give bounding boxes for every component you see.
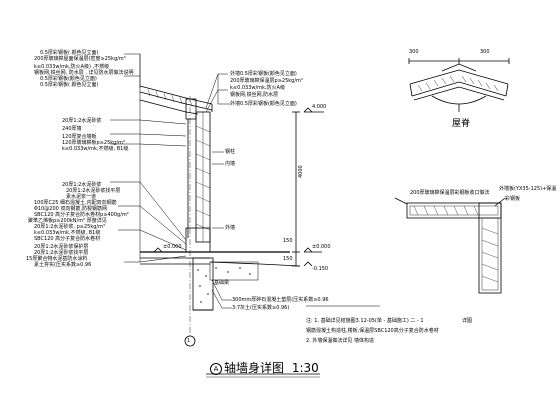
ridge-dim-right: 300 (480, 49, 490, 55)
left-note-item: 0.5厚彩钢板( 颜色见立面) (40, 82, 99, 88)
right-callout-1: 200厚玻璃棉保温层p≥25kg/m³ (230, 78, 303, 84)
left-note-item: SBC120 高分子复合防水卷材p≥400g/m² (34, 212, 129, 218)
right-callout-3: 钢板网,铁丝网,防水层 (230, 92, 279, 98)
left-note-item: 钢板网,铁丝网, 防水层 , 详见防水层做法说明 (34, 70, 134, 76)
left-note-item: 15厚聚合物水泥基防水涂料 (26, 256, 88, 262)
left-note-item: 20厚1:2水泥砂浆 (62, 182, 102, 188)
ridge-label: 屋脊 (452, 119, 471, 129)
elev-top: 4.000 (312, 104, 327, 110)
left-note-item: k≤0.033w/mk,不燃级, B1级 (34, 230, 101, 236)
left-note-item: 240厚墙 (62, 126, 82, 132)
left-note-item: 120厚复合墙板 (62, 134, 97, 140)
axis-number: 1 (187, 338, 191, 344)
corner-label-a: 200厚玻璃棉保温层彩钢板收口做法 (410, 190, 490, 196)
bottom-note-c: 2. 外墙保温做法详见 墙体构造 (306, 338, 374, 344)
title-scale: 1:30 (291, 361, 319, 375)
left-note-item: 20厚1:2水泥砂浆 (62, 118, 102, 124)
left-note-item: 200厚玻璃棉屋面保温层(密度≥25kg/m³ (34, 56, 126, 62)
left-note-item: 素水泥浆一道 (66, 194, 97, 200)
left-note-item: 20厚1:2水泥砂浆保护层 (34, 244, 89, 250)
base-note-a: 300mm厚碎石混凝土垫层(压实系数≥0.96 (232, 297, 329, 303)
left-note-item: 0.5厚彩钢板(颜色见立面) (40, 76, 97, 82)
base-note-b: 3:7灰土(压实系数≥0.96) (232, 305, 290, 311)
left-note-item: 20厚1:2水泥砂浆找平层 (66, 188, 121, 194)
foundation-label: 基础梁 (214, 280, 230, 286)
left-note-item: SBC120 高分子复合防水卷材 (34, 236, 101, 242)
wall-mark-1: 内墙 (225, 161, 236, 167)
corner-detail (394, 197, 506, 294)
left-note-item: k≤0.033w/mk,防火A级) ,不燃级 (34, 64, 110, 70)
bottom-note-b: 钢筋混凝土构造柱,楼板,保温层SBC120高分子复合防水卷材 (306, 328, 439, 334)
main-wall-section (110, 53, 324, 347)
corner-label-c: 彩钢板 (505, 196, 521, 202)
title-text: 轴墙身详图 (224, 361, 285, 375)
small-tag: 详图 (462, 318, 473, 324)
wall-mark-0: 钢柱 (225, 149, 236, 155)
left-note-item: 0.5厚彩钢板( 颜色见立面) (40, 50, 99, 56)
elev-low: -0.150 (312, 266, 329, 272)
right-callout-4: 外墙0.5厚彩钢板(颜色见立面) (230, 101, 297, 107)
bottom-note-a: 注: 1. 基础详见结施图3.12-05(单 - 基础施工) 二 - 1 (306, 318, 424, 324)
right-callout-0: 外墙0.5厚彩钢板(颜色见立面) (230, 71, 297, 77)
left-note-item: k≤0.033w/mk,不燃级, B1级. (62, 146, 130, 152)
title-mark: A (210, 362, 222, 375)
left-note-item: 120厚玻璃棉板p≥25kg/m³ (62, 140, 125, 146)
wall-mark-2: 外墙 (225, 225, 236, 231)
left-note-item: 素土夯实(压实系数≥0.96 (34, 262, 92, 268)
left-note-item: 聚苯乙烯板p≥200kN/m² 厚度详见 (28, 218, 107, 224)
height-150: 150 (283, 256, 293, 262)
elev-ground: ±0.000 (312, 244, 331, 250)
left-note-item: 20厚1:2水泥砂浆找平层 (34, 250, 89, 256)
left-note-item: 20厚1:2水泥砂浆, p≥25kg/m³ (34, 224, 105, 230)
elev-inner: ±0.000 (163, 244, 182, 250)
ridge-dim-left: 300 (409, 49, 419, 55)
ridge-detail (408, 58, 510, 112)
height-4000: 4000 (298, 165, 304, 178)
height-150b: 150 (283, 238, 293, 244)
left-note-item: 100厚C25 细石混凝土,内配双向钢筋 (34, 200, 117, 206)
left-note-item: Φ10@200 双向钢筋,防裂钢筋网 (34, 206, 108, 212)
corner-label-b: 外墙板(YX35-125)+保温 (499, 186, 557, 192)
right-callout-2: k≤0.033w/mk,防火A级 (230, 85, 285, 91)
